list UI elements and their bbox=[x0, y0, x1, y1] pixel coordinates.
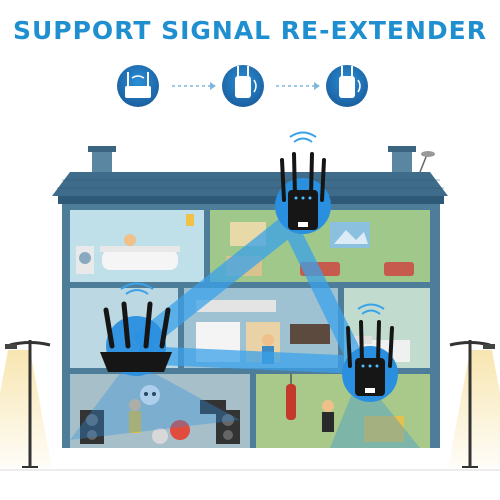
router-icon bbox=[117, 65, 159, 107]
lamp-post-icon bbox=[0, 340, 54, 480]
extender-icon bbox=[222, 65, 264, 107]
router bbox=[100, 282, 172, 376]
wifi-icon bbox=[289, 131, 317, 143]
right-arrow-icon bbox=[276, 82, 320, 90]
extender-right bbox=[342, 303, 398, 402]
wifi-icon bbox=[357, 303, 385, 315]
skull-icon bbox=[140, 385, 160, 405]
right-arrow-icon bbox=[172, 82, 216, 90]
house bbox=[52, 146, 448, 448]
page-title: SUPPORT SIGNAL RE-EXTENDER bbox=[12, 16, 487, 45]
lamp-post-icon bbox=[446, 340, 500, 480]
wifi-icon bbox=[120, 282, 154, 295]
extender-icon bbox=[326, 65, 368, 107]
extender-top bbox=[275, 131, 331, 234]
